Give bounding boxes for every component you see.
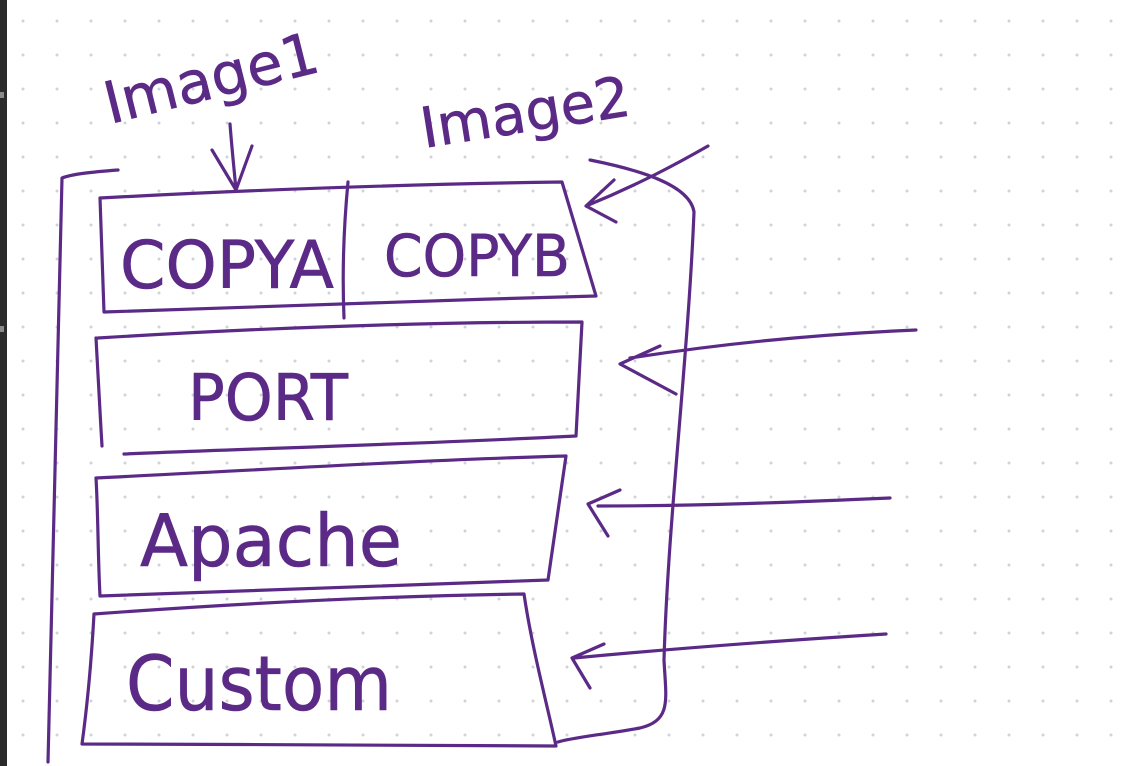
copyb-label: COPYB <box>384 222 570 290</box>
outer-bracket <box>46 168 120 764</box>
edge-tick <box>0 326 4 332</box>
layer-copy-box <box>98 180 598 314</box>
custom-label: Custom <box>126 639 392 728</box>
layer-custom-box <box>80 592 558 748</box>
apache-label: Apache <box>140 499 402 583</box>
port-pointer-arrow <box>618 328 918 396</box>
port-label: PORT <box>188 362 349 436</box>
custom-pointer-arrow <box>570 632 888 690</box>
image1-label: Image1 <box>97 19 326 138</box>
apache-pointer-arrow <box>586 488 892 538</box>
layer-copy-divider <box>341 180 350 320</box>
image2-label: Image2 <box>416 65 635 162</box>
layer-port-box <box>94 320 584 456</box>
image1-arrow <box>210 122 254 192</box>
right-bracket <box>556 158 696 744</box>
edge-tick <box>0 92 4 98</box>
window-left-edge <box>0 0 7 766</box>
image2-arrow <box>584 144 710 224</box>
copya-label: COPYA <box>120 227 334 304</box>
layer-apache-box <box>94 454 568 598</box>
